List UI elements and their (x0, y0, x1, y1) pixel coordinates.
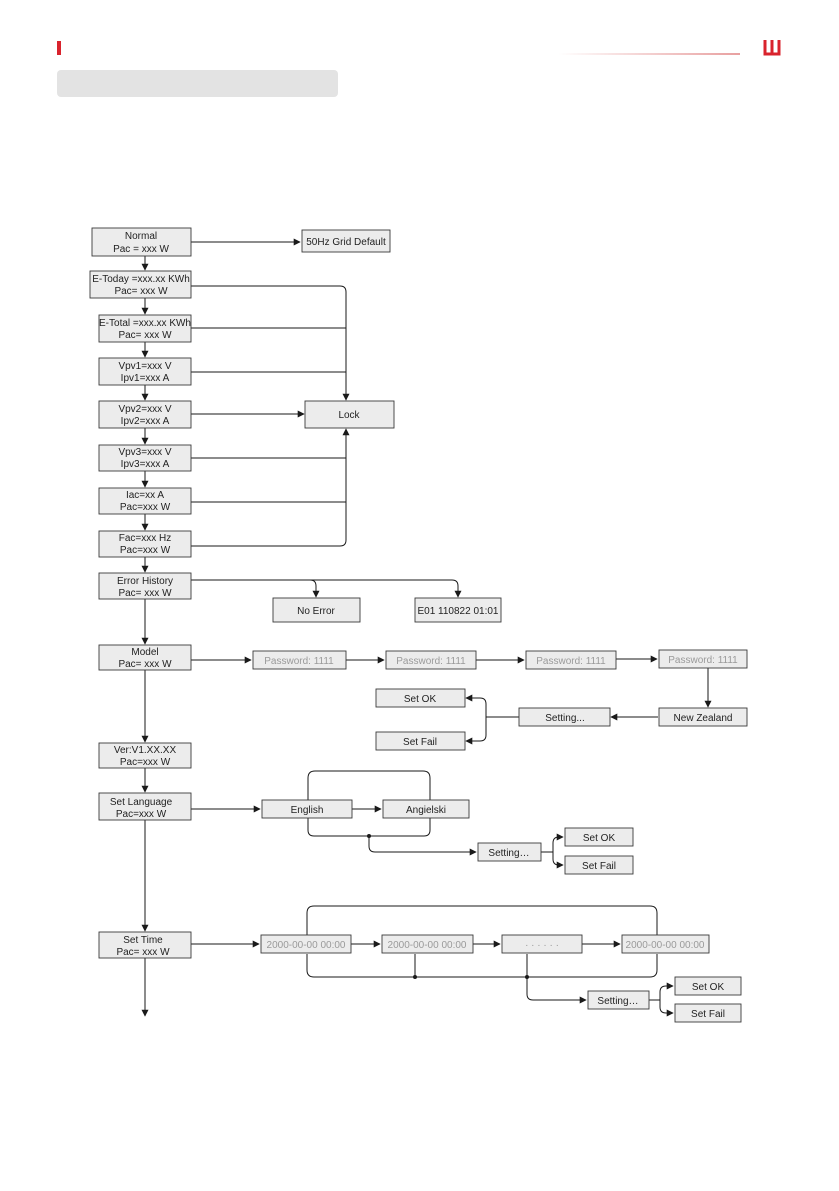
language-setting-node: Setting… (477, 842, 542, 862)
time-setting-node: Setting… (587, 990, 650, 1010)
connectors (141, 238, 712, 1017)
time-ellipsis: · · · · · · (525, 940, 559, 951)
iac-value: Pac=xxx W (120, 502, 171, 513)
grid-default-label: 50Hz Grid Default (306, 237, 386, 248)
no-error-label: No Error (297, 606, 335, 617)
error-code-node: E01 110822 01:01 (414, 597, 502, 623)
vpv1-label: Vpv1=xxx V (118, 361, 171, 372)
language-set-fail-label: Set Fail (582, 861, 616, 872)
password-node-3: Password: 1111 (525, 650, 617, 670)
error-code-label: E01 110822 01:01 (417, 606, 498, 617)
vpv3-node: Vpv3=xxx V Ipv3=xxx A (98, 444, 192, 472)
model-set-ok-node: Set OK (375, 688, 466, 708)
model-set-fail-label: Set Fail (403, 737, 437, 748)
set-time-value: Pac= xxx W (116, 947, 170, 958)
time-value-2: 2000-00-00 00:00 (388, 940, 467, 951)
time-setting-label: Setting… (597, 996, 638, 1007)
time-node-last: 2000-00-00 00:00 (621, 934, 710, 954)
model-label: Model (131, 647, 158, 658)
vpv2-node: Vpv2=xxx V Ipv2=xxx A (98, 400, 192, 429)
time-value-last: 2000-00-00 00:00 (626, 940, 705, 951)
e-total-value: Pac= xxx W (118, 330, 172, 341)
set-time-label: Set Time (123, 935, 163, 946)
set-language-label: Set Language (110, 797, 173, 808)
password-node-1: Password: 1111 (252, 650, 347, 670)
page-header (57, 40, 781, 56)
error-history-label: Error History (117, 576, 173, 587)
time-set-ok-label: Set OK (692, 982, 725, 993)
ipv3-label: Ipv3=xxx A (121, 459, 170, 470)
fac-label: Fac=xxx Hz (119, 533, 172, 544)
vpv1-node: Vpv1=xxx V Ipv1=xxx A (98, 357, 192, 386)
version-label: Ver:V1.XX.XX (114, 745, 177, 756)
set-language-value: Pac=xxx W (116, 809, 167, 820)
no-error-node: No Error (272, 597, 361, 623)
set-language-node: Set Language Pac=xxx W (98, 792, 192, 821)
language-set-ok-node: Set OK (564, 827, 634, 847)
version-value: Pac=xxx W (120, 757, 171, 768)
model-set-ok-label: Set OK (404, 694, 437, 705)
model-setting-label: Setting... (545, 713, 584, 724)
header-rule (410, 53, 740, 55)
set-time-node: Set Time Pac= xxx W (98, 931, 192, 959)
english-label: English (291, 805, 324, 816)
ipv2-label: Ipv2=xxx A (121, 416, 170, 427)
fac-node: Fac=xxx Hz Pac=xxx W (98, 530, 192, 558)
new-zealand-node: New Zealand (658, 707, 748, 727)
e-total-node: E-Total =xxx.xx KWh Pac= xxx W (98, 314, 192, 343)
time-node-2: 2000-00-00 00:00 (381, 934, 474, 954)
section-title-bar (57, 70, 338, 97)
password-node-4: Password: 1111 (658, 649, 748, 669)
red-bar-icon (57, 41, 61, 55)
iac-node: Iac=xx A Pac=xxx W (98, 487, 192, 515)
normal-value: Pac = xxx W (113, 244, 169, 255)
normal-node: Normal Pac = xxx W (91, 227, 192, 257)
model-setting-node: Setting... (518, 707, 611, 727)
iac-label: Iac=xx A (126, 490, 164, 501)
e-today-value: Pac= xxx W (114, 286, 168, 297)
model-node: Model Pac= xxx W (98, 644, 192, 671)
angielski-label: Angielski (406, 805, 446, 816)
time-set-fail-node: Set Fail (674, 1003, 742, 1023)
vpv3-label: Vpv3=xxx V (118, 447, 171, 458)
new-zealand-label: New Zealand (674, 713, 733, 724)
password-label-3: Password: 1111 (536, 656, 606, 667)
grid-default-node: 50Hz Grid Default (301, 229, 391, 253)
time-node-ellipsis: · · · · · · (501, 934, 583, 954)
lock-label: Lock (338, 410, 360, 421)
vpv2-label: Vpv2=xxx V (118, 404, 171, 415)
password-label-2: Password: 1111 (396, 656, 466, 667)
w-logo-icon (763, 40, 781, 56)
e-today-label: E-Today =xxx.xx KWh (92, 274, 190, 285)
time-value-1: 2000-00-00 00:00 (267, 940, 346, 951)
password-label-1: Password: 1111 (264, 656, 334, 667)
error-history-node: Error History Pac= xxx W (98, 572, 192, 600)
model-set-fail-node: Set Fail (375, 731, 466, 751)
english-node: English (261, 799, 353, 819)
time-set-ok-node: Set OK (674, 976, 742, 996)
lock-node: Lock (304, 400, 395, 429)
angielski-node: Angielski (382, 799, 470, 819)
language-setting-label: Setting… (488, 848, 529, 859)
error-history-value: Pac= xxx W (118, 588, 172, 599)
language-set-fail-node: Set Fail (564, 855, 634, 875)
e-total-label: E-Total =xxx.xx KWh (99, 318, 191, 329)
language-set-ok-label: Set OK (583, 833, 616, 844)
model-value: Pac= xxx W (118, 659, 172, 670)
version-node: Ver:V1.XX.XX Pac=xxx W (98, 742, 192, 769)
fac-value: Pac=xxx W (120, 545, 171, 556)
normal-label: Normal (125, 231, 157, 242)
ipv1-label: Ipv1=xxx A (121, 373, 170, 384)
time-set-fail-label: Set Fail (691, 1009, 725, 1020)
time-node-1: 2000-00-00 00:00 (260, 934, 352, 954)
password-node-2: Password: 1111 (385, 650, 477, 670)
password-label-4: Password: 1111 (668, 655, 738, 666)
e-today-node: E-Today =xxx.xx KWh Pac= xxx W (89, 270, 192, 299)
